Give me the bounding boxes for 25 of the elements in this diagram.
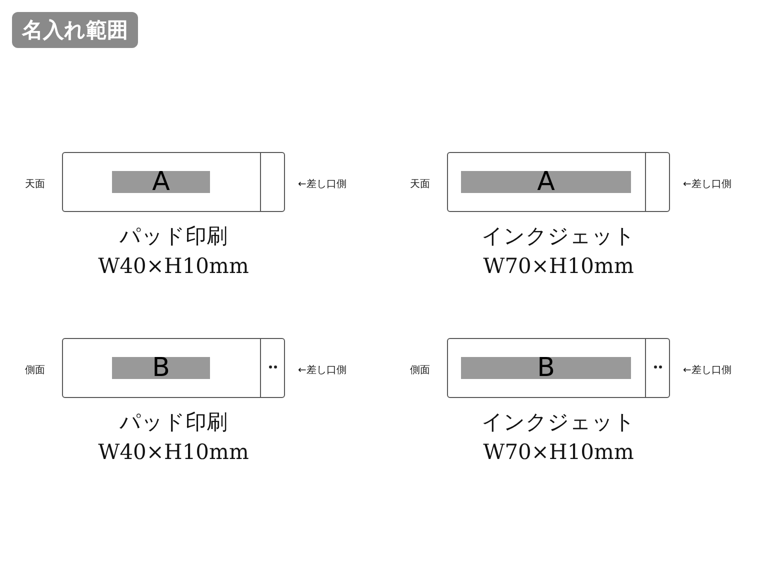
insert-side-label: ←差し口側 xyxy=(298,178,346,191)
face-label: 天面 xyxy=(25,178,45,191)
product-body xyxy=(447,338,670,398)
print-area: A xyxy=(461,171,631,193)
insert-side-label: ←差し口側 xyxy=(683,178,732,191)
product-body xyxy=(62,152,285,212)
print-spec-text: インクジェット xyxy=(480,223,636,250)
face-label: 側面 xyxy=(410,364,430,377)
print-spec-text: パッド印刷 xyxy=(118,409,228,436)
product-body xyxy=(62,338,285,398)
product-body xyxy=(447,152,670,212)
print-spec-text: W40×H10mm xyxy=(97,253,250,280)
print-spec-text: パッド印刷 xyxy=(118,223,228,250)
print-area: B xyxy=(461,357,631,379)
print-area: A xyxy=(112,171,210,193)
print-spec-text: W70×H10mm xyxy=(482,439,635,466)
title-badge: 名入れ範囲 xyxy=(12,12,138,48)
print-spec-text: W70×H10mm xyxy=(482,253,635,280)
insert-side-label: ←差し口側 xyxy=(683,364,732,377)
print-spec-text: W40×H10mm xyxy=(97,439,250,466)
face-label: 天面 xyxy=(410,178,430,191)
print-spec-text: インクジェット xyxy=(480,409,636,436)
print-area: B xyxy=(112,357,210,379)
face-label: 側面 xyxy=(25,364,45,377)
insert-side-label: ←差し口側 xyxy=(298,364,346,377)
